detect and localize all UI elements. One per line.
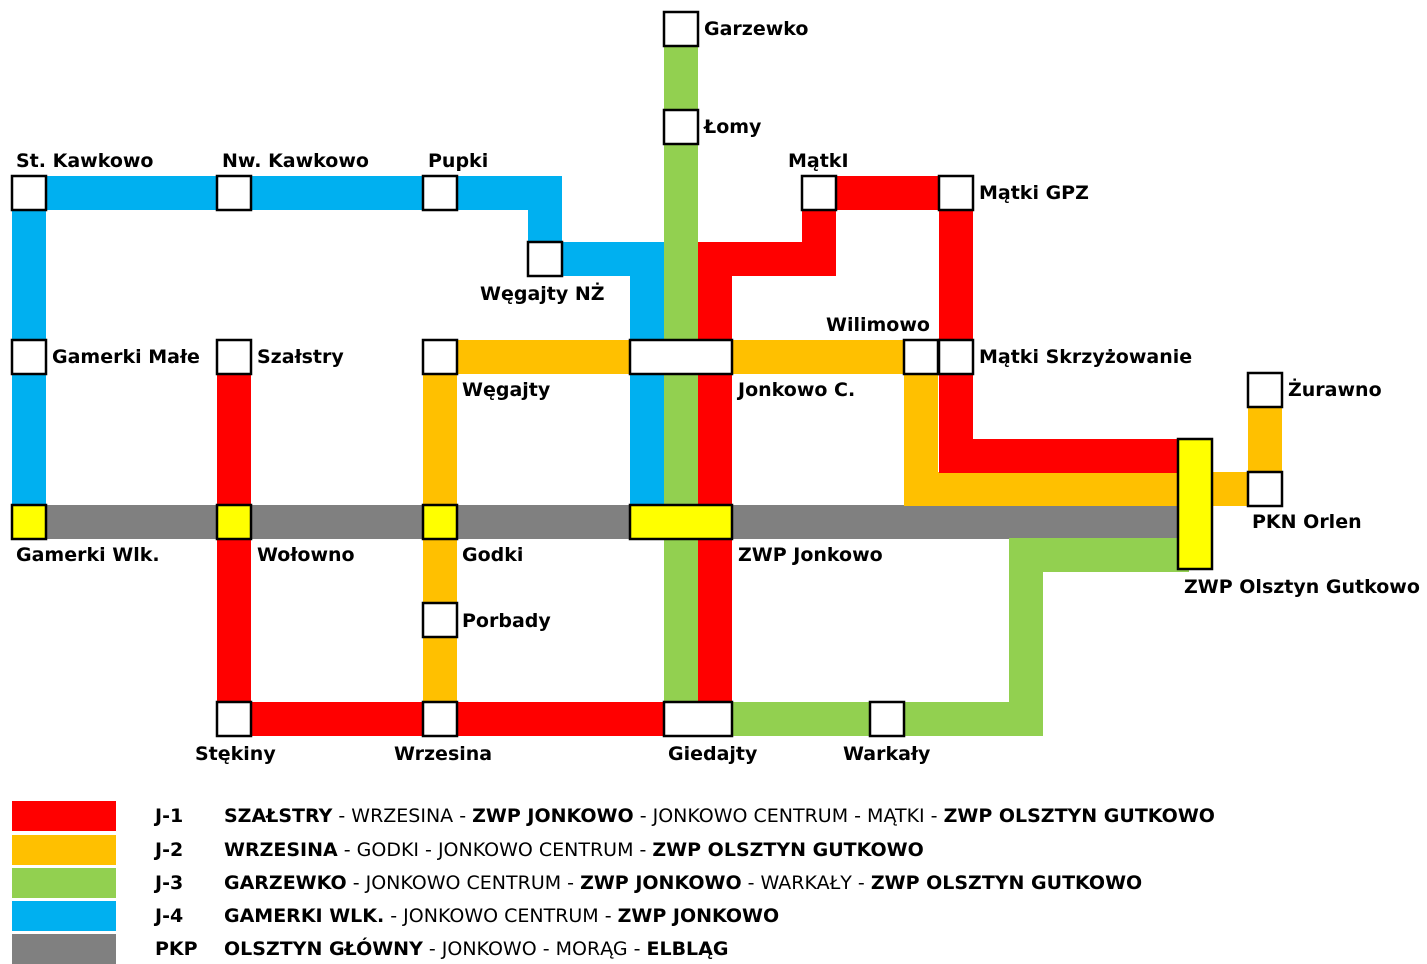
station-box-wolowno [215,503,253,541]
legend-via: - JONKOWO CENTRUM - [346,872,581,894]
station-label-wolowno: Wołowno [257,544,355,566]
legend-line-code: J-3 [155,872,184,894]
station-box-matki [800,174,838,212]
station-box-jonkowo-c [628,338,734,376]
station-label-garzewko: Garzewko [704,18,808,40]
station-box-porbady [421,601,459,639]
station-box-gamerki-wlk [10,503,48,541]
station-box-warkaly [868,700,906,738]
station-label-wegajty-nz: Węgajty NŻ [480,281,605,305]
station-label-pupki: Pupki [428,150,488,172]
legend-route: GARZEWKO - JONKOWO CENTRUM - ZWP JONKOWO… [224,872,1142,894]
legend-terminus: GARZEWKO [224,872,347,894]
station-box-wilimowo [902,338,940,376]
legend-terminus: ZWP JONKOWO [472,805,634,827]
legend-row-j-4: J-4 GAMERKI WLK. - JONKOWO CENTRUM - ZWP … [12,901,779,931]
station-box-matki-skrzyzowanie [937,338,975,376]
station-box-matki-gpz [937,174,975,212]
station-box-garzewko [662,10,700,48]
station-box-wrzesina [421,700,459,738]
legend-terminus: OLSZTYN GŁÓWNY [224,938,423,960]
legend-via: - JONKOWO - MORĄG - [422,938,647,960]
legend-via: - JONKOWO CENTRUM - MĄTKI - [633,805,944,827]
legend-terminus: ELBLĄG [646,938,729,960]
legend-route: SZAŁSTRY - WRZESINA - ZWP JONKOWO - JONK… [224,805,1215,827]
legend-terminus: GAMERKI WLK. [224,905,385,927]
station-label-stekiny: Stękiny [195,743,276,765]
station-box-giedajty [662,700,734,738]
station-label-gamerki-male: Gamerki Małe [52,346,200,368]
station-label-porbady: Porbady [462,610,551,632]
station-box-godki [421,503,459,541]
legend-swatch [12,835,116,865]
station-label-zurawno: Żurawno [1288,377,1382,401]
station-box-pkn-orlen [1246,470,1284,508]
station-label-wegajty: Węgajty [462,379,551,401]
legend-terminus: ZWP JONKOWO [580,872,742,894]
legend-row-pkp: PKP OLSZTYN GŁÓWNY - JONKOWO - MORĄG - EL… [12,934,728,964]
station-box-nw-kawkowo [215,174,253,212]
legend-terminus: ZWP OLSZTYN GUTKOWO [870,872,1143,894]
legend-row-j-1: J-1 SZAŁSTRY - WRZESINA - ZWP JONKOWO - J… [12,801,1215,831]
legend-swatch [12,901,116,931]
station-label-matki-gpz: Mątki GPZ [979,182,1089,204]
station-label-wilimowo: Wilimowo [826,314,930,336]
legend-via: - WRZESINA - [332,805,473,827]
legend-route: GAMERKI WLK. - JONKOWO CENTRUM - ZWP JON… [224,905,779,927]
station-label-giedajty: Giedajty [668,743,758,765]
station-box-pupki [421,174,459,212]
station-box-zwp-jonkowo [628,503,734,541]
station-box-zwp-olsztyn-gutkowo [1176,437,1214,571]
station-boxes [10,10,1284,738]
station-box-szalstry [215,338,253,376]
station-label-lomy: Łomy [703,116,762,138]
legend-swatch [12,868,116,898]
line-pkp [28,505,1198,539]
station-label-st-kawkowo: St. Kawkowo [16,150,153,172]
station-label-nw-kawkowo: Nw. Kawkowo [222,150,369,172]
station-box-gamerki-male [10,338,48,376]
station-label-pkn-orlen: PKN Orlen [1252,511,1362,533]
legend-terminus: ZWP OLSZTYN GUTKOWO [652,839,924,861]
station-box-wegajty-nz [526,240,564,278]
station-box-lomy [662,108,700,146]
legend-row-j-3: J-3 GARZEWKO - JONKOWO CENTRUM - ZWP JONK… [12,868,1142,898]
legend-route: WRZESINA - GODKI - JONKOWO CENTRUM - ZWP… [224,839,924,861]
legend-line-code: J-4 [155,905,184,927]
legend-row-j-2: J-2 WRZESINA - GODKI - JONKOWO CENTRUM - … [12,835,924,865]
legend-swatch [12,934,116,964]
station-box-zurawno [1246,371,1284,409]
station-label-matki: MątkI [788,150,849,172]
legend-terminus: SZAŁSTRY [224,805,333,827]
legend-terminus: ZWP OLSZTYN GUTKOWO [943,805,1215,827]
legend-route: OLSZTYN GŁÓWNY - JONKOWO - MORĄG - ELBLĄ… [224,938,728,960]
station-label-gamerki-wlk: Gamerki Wlk. [16,544,160,566]
legend-via: - GODKI - JONKOWO CENTRUM - [337,839,653,861]
legend-terminus: WRZESINA [224,839,338,861]
legend-line-code: PKP [155,938,198,960]
station-box-stekiny [215,700,253,738]
station-box-wegajty [421,338,459,376]
legend-terminus: ZWP JONKOWO [617,905,780,927]
legend-line-code: J-1 [155,805,184,827]
station-label-godki: Godki [462,544,523,566]
station-label-zwp-jonkowo: ZWP Jonkowo [738,544,883,566]
legend-line-code: J-2 [155,839,184,861]
station-box-st-kawkowo [10,174,48,212]
station-label-zwp-olsztyn-gutkowo: ZWP Olsztyn Gutkowo [1184,576,1420,598]
legend-via: - WARKAŁY - [741,872,871,894]
legend-via: - JONKOWO CENTRUM - [384,905,618,927]
station-label-warkaly: Warkały [843,743,931,765]
legend-swatch [12,801,116,831]
station-label-wrzesina: Wrzesina [394,743,492,765]
station-label-jonkowo-c: Jonkowo C. [736,379,855,401]
station-label-matki-skrzyzowanie: Mątki Skrzyżowanie [979,346,1192,368]
station-label-szalstry: Szałstry [257,346,344,368]
